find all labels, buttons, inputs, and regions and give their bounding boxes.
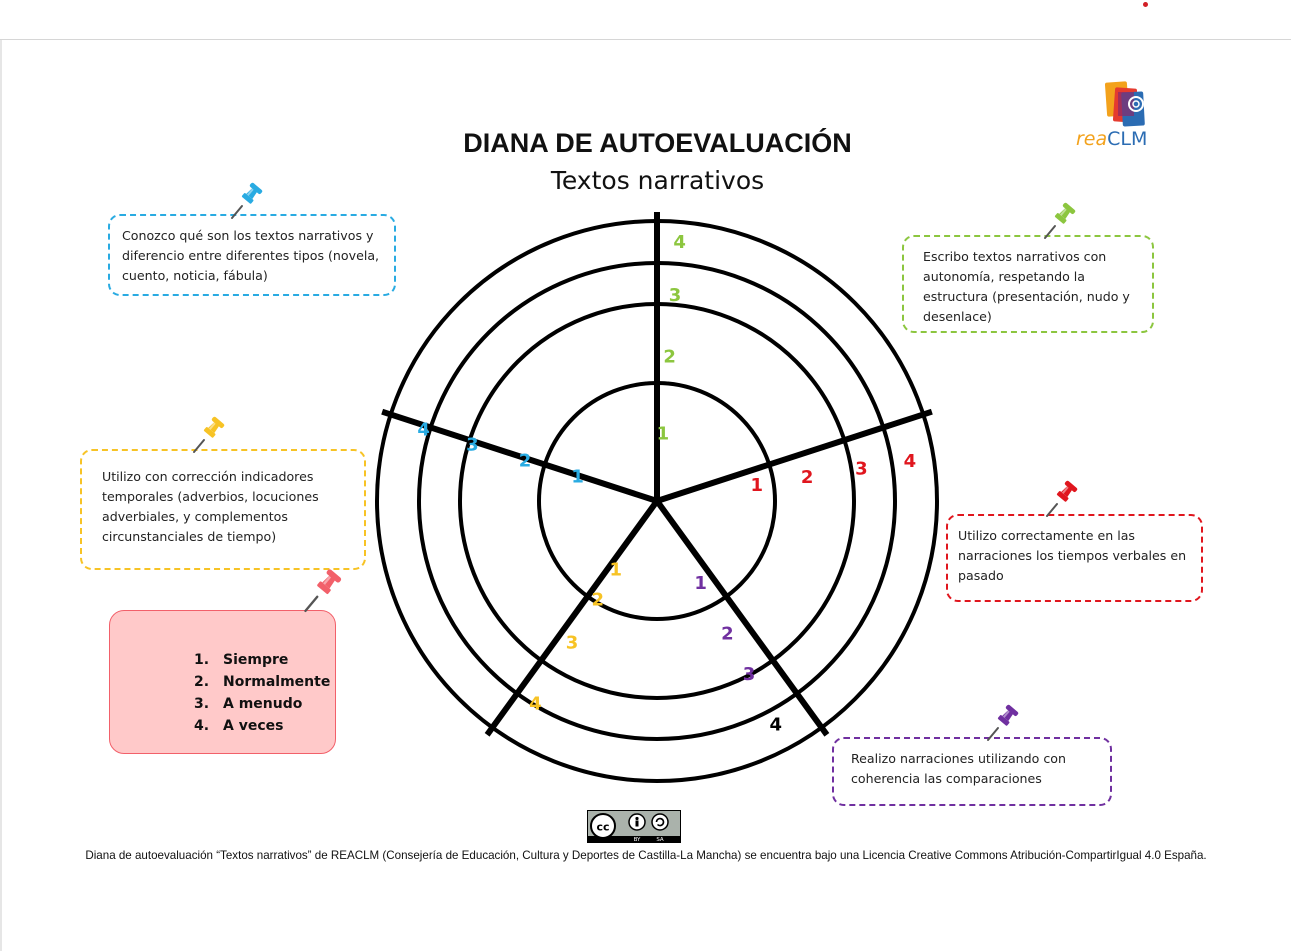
page-edge [0,40,2,951]
logo-text-rea: rea [1076,128,1108,150]
top-bar [0,0,1291,40]
level-label-blue-1: 1 [571,467,584,488]
legend-label: Siempre [223,652,289,668]
criterion-box-red: Utilizo correctamente en las narraciones… [946,514,1203,602]
red-dot [1143,2,1148,7]
logo-text-clm: CLM [1107,128,1148,150]
level-label-green-4: 4 [673,232,686,253]
cc-sa-text: SA [656,837,664,843]
level-label-blue-3: 3 [466,435,479,456]
cc-by-text: BY [634,837,641,843]
pushpin-icon-yellow [193,416,225,453]
criterion-box-yellow: Utilizo con corrección indicadores tempo… [80,449,366,570]
legend-number: 2. [194,674,210,690]
legend-item: 4. A veces [194,715,335,737]
reaclm-logo-text: reaCLM [1076,128,1147,150]
level-label-purple-4: 4 [770,714,783,735]
level-label-yellow-3: 3 [566,632,579,653]
level-label-red-3: 3 [855,459,868,480]
level-label-red-2: 2 [801,467,814,488]
level-label-purple-3: 3 [743,664,756,685]
target-spoke-3 [654,499,830,737]
level-label-blue-4: 4 [417,420,430,441]
legend-item: 1. Siempre [194,649,335,671]
pushpin-icon-purple [987,704,1019,741]
legend-label: A menudo [223,696,303,712]
level-label-green-3: 3 [669,285,682,306]
level-label-green-2: 2 [663,347,676,368]
pushpin-icon-red [1046,480,1078,517]
legend-item: 2. Normalmente [194,671,335,693]
pushpin-icon-blue [231,182,263,219]
legend-number: 4. [194,718,210,734]
criterion-box-blue: Conozco qué son los textos narrativos y … [108,214,396,296]
level-label-yellow-1: 1 [610,560,623,581]
target-spoke-2 [656,408,933,504]
criterion-box-purple: Realizo narraciones utilizando con coher… [832,737,1112,806]
criterion-box-green: Escribo textos narrativos con autonomía,… [902,235,1154,333]
level-label-red-4: 4 [904,451,917,472]
reaclm-logo [1104,81,1145,127]
legend-number: 1. [194,652,210,668]
page-title: DIANA DE AUTOEVALUACIÓN [463,128,852,158]
legend-box: 1. Siempre 2. Normalmente 3. A menudo 4. A v… [109,610,336,754]
target-spoke-5 [381,408,658,504]
level-label-purple-2: 2 [721,623,734,644]
legend-number: 3. [194,696,210,712]
legend-list: 1. Siempre 2. Normalmente 3. A menudo 4. A v… [110,611,335,737]
level-label-red-1: 1 [750,475,763,496]
level-label-purple-1: 1 [694,573,707,594]
pushpin-icon-pink [304,569,342,613]
license-footer: Diana de autoevaluación “Textos narrativ… [85,849,1207,862]
level-label-yellow-2: 2 [592,590,605,611]
legend-label: A veces [223,718,284,734]
legend-item: 3. A menudo [194,693,335,715]
creative-commons-badge: cc BY SA [587,810,681,843]
target-spokes [381,212,933,737]
level-label-blue-2: 2 [519,451,532,472]
page-subtitle: Textos narrativos [550,166,765,195]
svg-text:cc: cc [596,821,609,834]
level-label-green-1: 1 [657,423,670,444]
legend-label: Normalmente [223,674,331,690]
pushpin-icon-green [1044,202,1076,239]
target-spoke-4 [484,499,660,737]
level-label-yellow-4: 4 [529,693,542,714]
